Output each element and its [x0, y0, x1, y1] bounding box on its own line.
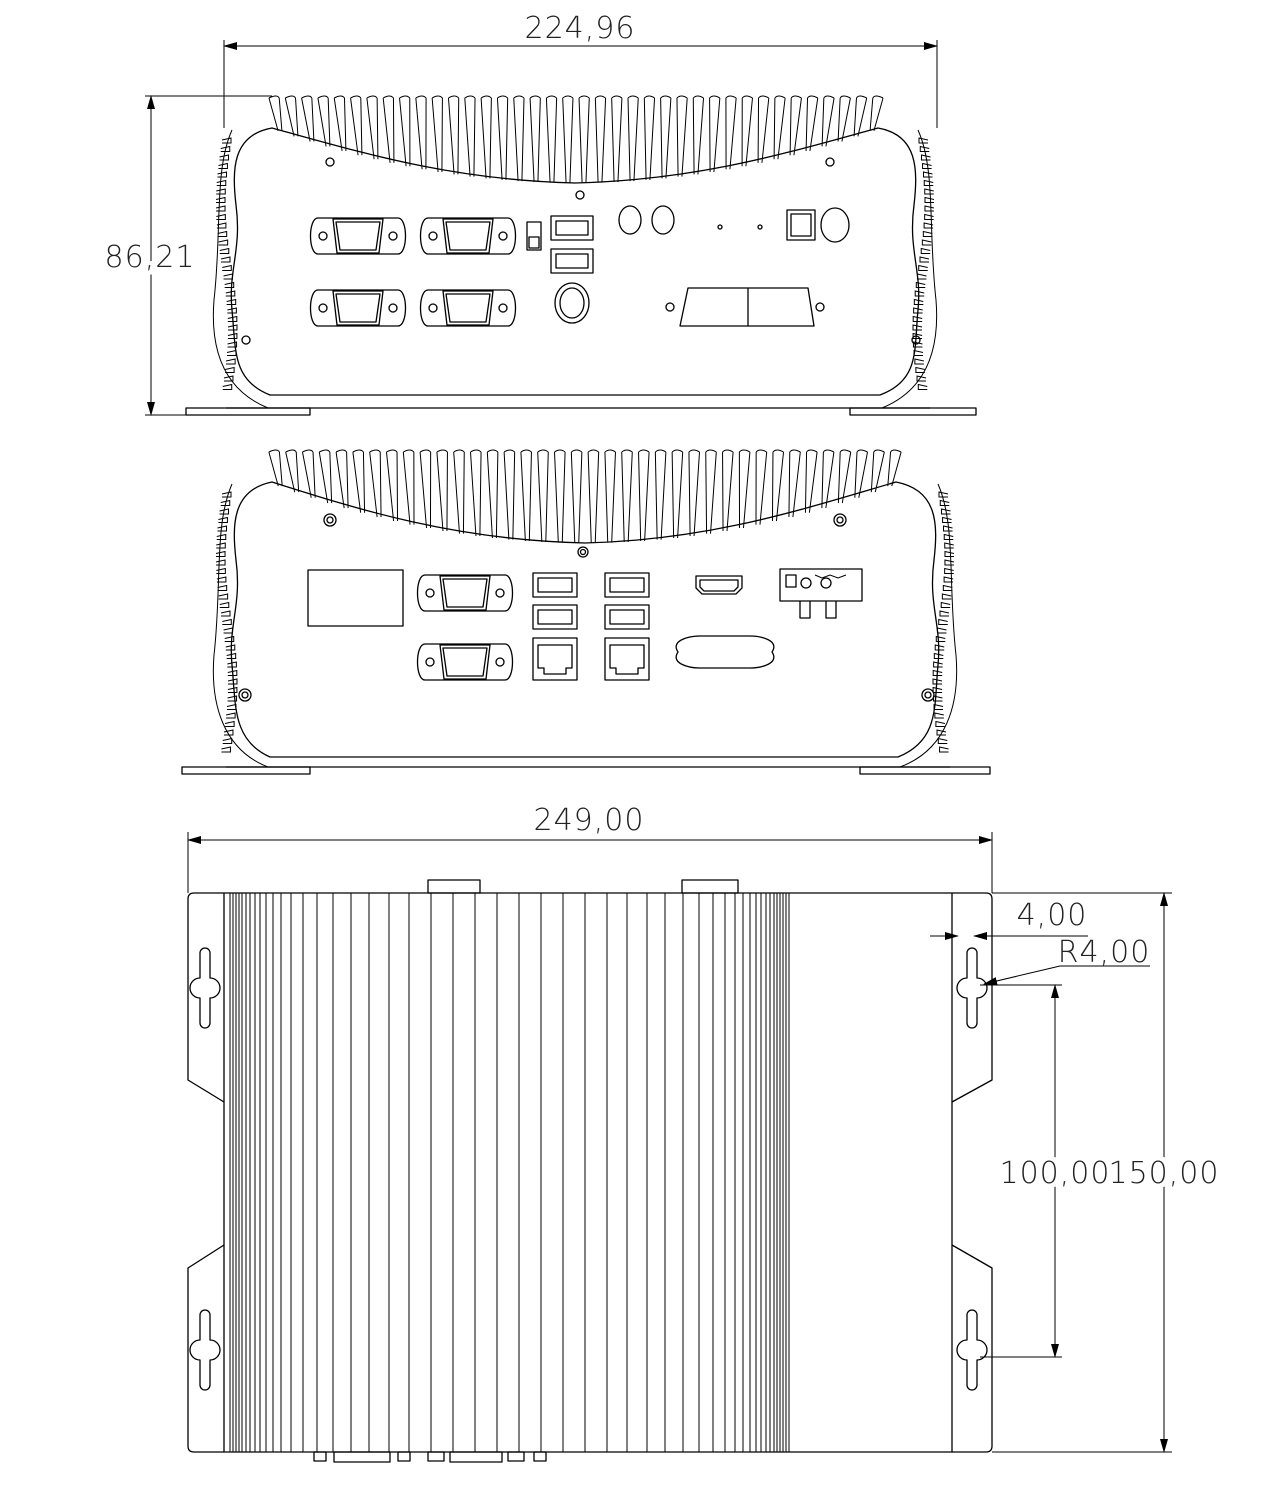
- dimension-label: 100,00: [1000, 1156, 1111, 1191]
- dimension-hole-spacing: 100,00: [980, 984, 1114, 1358]
- dimension-slot-radius: R4,00: [983, 935, 1151, 985]
- rj45-port: [532, 637, 650, 681]
- power-button: [786, 207, 850, 243]
- usb-port: [532, 572, 650, 630]
- dimension-label: R4,00: [1058, 935, 1151, 970]
- dimension-top-width: 249,00: [187, 803, 993, 893]
- db9-port: [416, 574, 514, 681]
- dimension-mount-edge: 4,00: [930, 898, 1088, 940]
- rear-connectors: [313, 1451, 547, 1463]
- dimension-label: 86,21: [105, 240, 196, 275]
- switch: [526, 221, 542, 251]
- dimension-label: 224,96: [525, 11, 636, 46]
- dimension-front-width: 224,96: [223, 11, 938, 128]
- db9-port: [309, 217, 517, 327]
- dc-jack: [554, 282, 590, 324]
- usb-port: [550, 215, 594, 274]
- front-panel-outline: [230, 127, 920, 396]
- hdmi-port: [695, 575, 743, 595]
- rear-view: [181, 449, 991, 775]
- mount-bracket-left: [187, 892, 225, 1103]
- dimension-label: 150,00: [1109, 1156, 1220, 1191]
- dimension-front-height: 86,21: [101, 95, 272, 416]
- top-view: [187, 879, 993, 1463]
- dimension-depth: 150,00: [992, 892, 1223, 1453]
- dimension-label: 249,00: [534, 803, 645, 838]
- rear-panel-outline: [230, 481, 940, 758]
- phoenix-connector: [779, 568, 863, 619]
- vga-port: [665, 287, 825, 327]
- label-plate: [307, 569, 404, 627]
- heatsink-fins-top: [268, 95, 884, 183]
- front-view: [185, 95, 977, 416]
- heatsink-body: [223, 892, 953, 1453]
- audio-jack: [618, 205, 675, 235]
- screw-hole: [241, 157, 921, 345]
- keyhole-slot: [189, 947, 988, 1391]
- dimension-label: 4,00: [1017, 898, 1088, 933]
- db-port-cover: [675, 635, 775, 669]
- heatsink-fins-longitudinal: [229, 893, 790, 1452]
- heatsink-fins-top: [268, 449, 902, 543]
- mount-bracket-right: [951, 892, 993, 1103]
- screw-hole: [238, 513, 935, 702]
